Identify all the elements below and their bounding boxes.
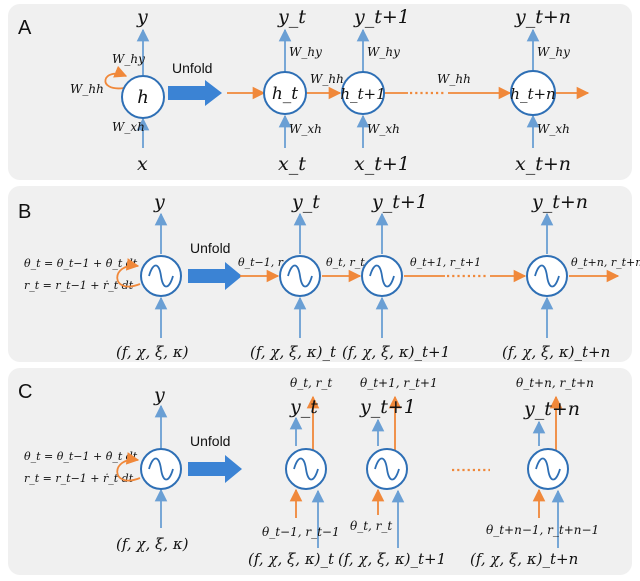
panel-a-link-weight: W_hh [310, 72, 344, 86]
panel-a-step-tn-input-label: x_t+n [515, 153, 571, 175]
panel-b-step-t-input-label: (f, χ, ξ, κ)_t [250, 343, 337, 361]
panel-a-link-weight-n: W_hh [437, 72, 471, 86]
panel-a-folded-cell: W_hh h y x W_hy W_xh [70, 6, 165, 175]
panel-b-step-t-output-label: y_t [291, 191, 320, 213]
panel-b: B θ_t = θ_t−1 + θ̇_t dt r_t = r_t−1 + ṙ_… [8, 186, 640, 362]
panel-c-step-t: y_t θ_t, r_t θ_t−1, r_t−1 (f, χ, ξ, κ)_t [248, 376, 340, 568]
panel-b-input-label: (f, χ, ξ, κ) [116, 343, 189, 361]
panel-a-step-t-output-weight: W_hy [289, 45, 322, 59]
panel-b-theta-update: θ_t = θ_t−1 + θ̇_t dt [24, 257, 138, 270]
panel-a-step-t1-output-weight: W_hy [367, 45, 400, 59]
panel-a: A W_hh h y x W_hy W_xh Unfold W_hh W_hh [8, 4, 632, 180]
panel-b-step-t1: y_t+1 (f, χ, ξ, κ)_t+1 [342, 191, 450, 361]
panel-a-input-weight: W_xh [112, 120, 145, 134]
panel-c-step-t-oscillator-icon [293, 457, 319, 481]
panel-c-step-tn-oscillator-icon [535, 457, 561, 481]
panel-c-unfold-label: Unfold [190, 433, 230, 449]
panel-a-step-t1-node [341, 71, 385, 115]
panel-a-recurrent-loop-arrow [104, 65, 128, 90]
panel-a-input-label: x [137, 153, 148, 175]
panel-a-hidden-node [121, 75, 165, 119]
panel-b-state-tn-label: θ_t+n, r_t+n [571, 256, 640, 269]
panel-c-step-t1-state-out-label: θ_t+1, r_t+1 [360, 376, 438, 390]
panel-c-step-t-state-out-label: θ_t, r_t [290, 376, 332, 390]
panel-b-step-tn-output-label: y_t+n [531, 191, 588, 213]
panel-c-input-label: (f, χ, ξ, κ) [116, 535, 189, 553]
panel-a-step-t-input-weight: W_xh [289, 122, 322, 136]
panel-a-loop-weight: W_hh [70, 82, 104, 96]
panel-c-step-tn-output-label: y_t+n [523, 398, 580, 420]
panel-c-unfold-arrow [188, 455, 242, 483]
panel-c-step-tn: y_t+n θ_t+n, r_t+n θ_t+n−1, r_t+n−1 (f, … [470, 376, 599, 568]
panel-a-output-weight: W_hy [112, 52, 145, 66]
panel-b-step-tn: y_t+n (f, χ, ξ, κ)_t+n [502, 191, 610, 361]
panel-c-theta-update: θ_t = θ_t−1 + θ̇_t dt [24, 450, 138, 463]
panel-a-step-t1-input-weight: W_xh [367, 122, 400, 136]
panel-c-step-t-output-label: y_t [289, 396, 318, 418]
panel-b-state-t-label: θ_t, r_t [326, 256, 365, 269]
panel-a-step-tn: h_t+n y_t+n x_t+n W_hy W_xh [510, 6, 571, 175]
panel-c: C θ_t = θ_t−1 + θ̇_t dt r_t = r_t−1 + ṙ_… [8, 368, 632, 575]
panel-c-letter: C [18, 381, 32, 403]
panel-a-step-t1: h_t+1 y_t+1 x_t+1 W_hy W_xh [340, 6, 410, 175]
panel-b-output-label: y [153, 191, 165, 213]
panel-b-recurrent-loop-arrow [116, 258, 141, 288]
panel-a-step-tn-input-weight: W_xh [537, 122, 570, 136]
panel-c-step-t-input-label: (f, χ, ξ, κ)_t [248, 550, 335, 568]
panel-b-state-t1-label: θ_t+1, r_t+1 [410, 256, 481, 269]
panel-a-step-t-node [263, 71, 307, 115]
panel-a-step-t: h_t y_t x_t W_hy W_xh [263, 6, 322, 175]
panel-b-step-tn-input-label: (f, χ, ξ, κ)_t+n [502, 343, 610, 361]
panel-a-step-tn-output-label: y_t+n [514, 6, 571, 28]
panel-b-unfold-arrow [188, 262, 242, 290]
panel-a-step-t1-output-label: y_t+1 [353, 6, 410, 28]
panel-b-step-t1-oscillator-icon [369, 264, 395, 288]
panel-c-step-tn-state-in-label: θ_t+n−1, r_t+n−1 [486, 523, 599, 537]
panel-a-step-t1-node-label: h_t+1 [340, 85, 385, 103]
panel-a-hidden-label: h [137, 87, 149, 108]
panel-a-letter: A [18, 17, 32, 39]
panel-a-step-t1-input-label: x_t+1 [354, 153, 410, 175]
panel-c-step-tn-state-out-label: θ_t+n, r_t+n [516, 376, 594, 390]
panel-a-step-t-input-label: x_t [278, 153, 306, 175]
panel-c-step-t-state-in-label: θ_t−1, r_t−1 [262, 525, 340, 539]
panel-b-step-tn-oscillator-icon [534, 264, 560, 288]
panel-a-step-t-node-label: h_t [272, 84, 298, 104]
panel-a-background [8, 4, 632, 180]
panel-b-unfold-label: Unfold [190, 240, 230, 256]
panel-c-step-t1-oscillator-icon [374, 457, 400, 481]
panel-c-step-t1-state-in-label: θ_t, r_t [350, 519, 392, 533]
panel-a-step-tn-node [510, 70, 556, 116]
panel-c-oscillator-icon [148, 457, 174, 481]
panel-c-recurrent-loop-arrow [116, 452, 141, 482]
panel-b-letter: B [18, 201, 31, 223]
panel-a-step-tn-output-weight: W_hy [537, 45, 570, 59]
panel-c-r-update: r_t = r_t−1 + ṙ_t dt [24, 472, 134, 485]
panel-b-folded-cell: y (f, χ, ξ, κ) [116, 191, 189, 361]
panel-c-step-t1: y_t+1 θ_t+1, r_t+1 θ_t, r_t (f, χ, ξ, κ)… [338, 376, 446, 568]
panel-b-oscillator-icon [148, 264, 174, 288]
panel-b-step-t-oscillator-icon [287, 264, 313, 288]
panel-c-step-t1-output-label: y_t+1 [359, 396, 416, 418]
panel-b-step-t1-input-label: (f, χ, ξ, κ)_t+1 [342, 343, 450, 361]
panel-a-output-label: y [136, 6, 148, 28]
panel-c-step-tn-input-label: (f, χ, ξ, κ)_t+n [470, 550, 578, 568]
panel-c-folded-cell: y (f, χ, ξ, κ) [116, 384, 189, 553]
panel-a-unfold-arrow [168, 80, 222, 106]
panel-c-output-label: y [153, 384, 165, 406]
panel-c-step-t1-input-label: (f, χ, ξ, κ)_t+1 [338, 550, 446, 568]
panel-b-step-t: y_t (f, χ, ξ, κ)_t [250, 191, 337, 361]
panel-b-step-t1-output-label: y_t+1 [371, 191, 428, 213]
panel-a-step-t-output-label: y_t [277, 6, 306, 28]
panel-a-step-tn-node-label: h_t+n [510, 85, 555, 103]
panel-a-unfold-label: Unfold [172, 60, 212, 76]
panel-b-r-update: r_t = r_t−1 + ṙ_t dt [24, 279, 134, 292]
